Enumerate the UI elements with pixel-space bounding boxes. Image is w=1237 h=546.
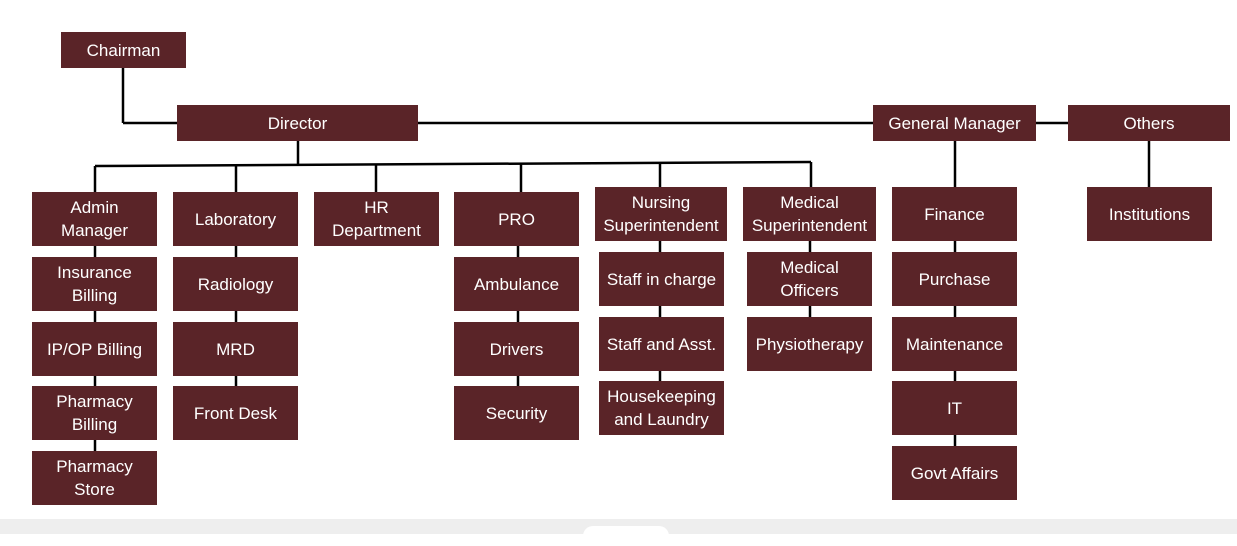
ip-op-billing-box: IP/OP Billing	[32, 322, 157, 376]
physiotherapy-box: Physiotherapy	[747, 317, 872, 371]
pro-box: PRO	[454, 192, 579, 246]
connector-line	[94, 160, 812, 168]
finance-box: Finance	[892, 187, 1017, 241]
hr-department-box: HR Department	[314, 192, 439, 246]
security-box: Security	[454, 386, 579, 440]
govt-affairs-box: Govt Affairs	[892, 446, 1017, 500]
director-box: Director	[177, 105, 418, 141]
institutions-box: Institutions	[1087, 187, 1212, 241]
staff-and-asst-box: Staff and Asst.	[599, 317, 724, 371]
org-chart: Chairman Director General Manager Others…	[32, 32, 1230, 505]
chairman-box: Chairman	[61, 32, 186, 68]
insurance-billing-box: Insurance Billing	[32, 257, 157, 311]
housekeeping-laundry-box: Housekeeping and Laundry	[599, 381, 724, 435]
purchase-box: Purchase	[892, 252, 1017, 306]
admin-manager-box: Admin Manager	[32, 192, 157, 246]
front-desk-box: Front Desk	[173, 386, 298, 440]
nursing-superintendent-box: Nursing Superintendent	[595, 187, 727, 241]
maintenance-box: Maintenance	[892, 317, 1017, 371]
medical-superintendent-box: Medical Superintendent	[743, 187, 876, 241]
scroll-handle[interactable]	[583, 526, 669, 546]
mrd-box: MRD	[173, 322, 298, 376]
medical-officers-box: Medical Officers	[747, 252, 872, 306]
radiology-box: Radiology	[173, 257, 298, 311]
general-manager-box: General Manager	[873, 105, 1036, 141]
pharmacy-billing-box: Pharmacy Billing	[32, 386, 157, 440]
others-box: Others	[1068, 105, 1230, 141]
laboratory-box: Laboratory	[173, 192, 298, 246]
staff-in-charge-box: Staff in charge	[599, 252, 724, 306]
pharmacy-store-box: Pharmacy Store	[32, 451, 157, 505]
ambulance-box: Ambulance	[454, 257, 579, 311]
drivers-box: Drivers	[454, 322, 579, 376]
connector-lines	[93, 68, 1151, 451]
it-box: IT	[892, 381, 1017, 435]
